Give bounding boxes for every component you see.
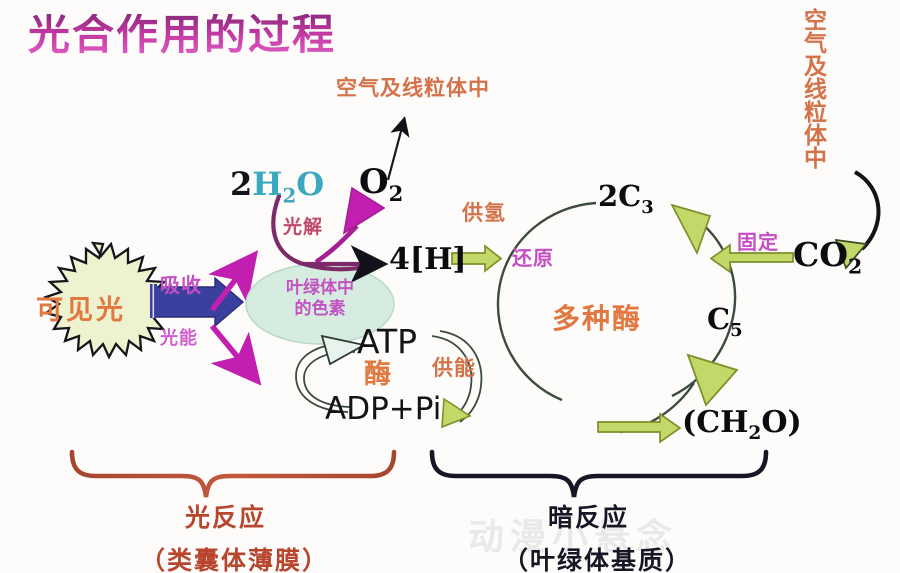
chloroplast-pigment-line1: 叶绿体中	[286, 278, 354, 298]
two-c3-symbol: 2C	[598, 179, 642, 213]
visible-light-starburst	[43, 241, 171, 360]
co2-formula: CO2	[793, 238, 862, 277]
many-enzymes-label: 多种酶	[552, 302, 643, 335]
chloroplast-pigment-label: 叶绿体中 的色素	[258, 278, 382, 321]
water-formula: 2H2O	[230, 168, 324, 206]
water-h-sub: 2	[282, 183, 297, 208]
dark-reaction-brace	[429, 449, 769, 498]
hydrogen-supply-arrow	[451, 244, 503, 273]
two-c3-sub: 3	[641, 196, 654, 218]
light-reaction-brace	[69, 449, 397, 498]
page-title: 光合作用的过程	[28, 10, 337, 59]
watermark-text: 动漫小悬念	[468, 517, 679, 558]
photolysis-curve	[271, 186, 389, 283]
photolysis-label: 光解	[283, 216, 324, 238]
reduction-label: 还原	[512, 246, 554, 270]
light-reaction-site-label: （类囊体薄膜）	[140, 546, 330, 573]
enzyme-label: 酶	[364, 359, 391, 390]
sugar-formula: (CH2O)	[682, 408, 802, 444]
visible-light-sun: 可见光	[0, 243, 176, 371]
light-reaction-label: 光反应	[185, 503, 267, 532]
c5-sub: 5	[730, 319, 743, 341]
visible-light-label: 可见光	[36, 294, 126, 326]
energy-branch-arrows	[208, 250, 262, 386]
oxygen-sub: 2	[388, 180, 404, 206]
fixation-label: 固定	[737, 230, 779, 254]
two-c3-formula: 2C3	[598, 182, 654, 217]
oxygen-formula: O2	[359, 165, 403, 204]
air-mitochondria-top-label: 空气及线粒体中	[336, 76, 490, 100]
c5-symbol: C	[707, 302, 731, 336]
co2-fixation-arrow	[709, 243, 794, 274]
co2-symbol: CO	[793, 235, 849, 274]
dark-reaction-label: 暗反应	[548, 503, 630, 532]
air-mitochondria-right-label: 空气及线粒体中	[799, 8, 826, 169]
sugar-close: O)	[761, 405, 802, 440]
water-coefficient: 2	[230, 165, 253, 203]
chloroplast-pigment-line2: 的色素	[294, 299, 346, 320]
supply-energy-label: 供能	[432, 356, 476, 380]
atp-label: ATP	[357, 322, 418, 361]
sugar-open: (CH	[682, 405, 749, 440]
four-h-formula: 4[H]	[389, 242, 467, 277]
absorb-label: 吸收	[160, 273, 202, 297]
energy-supply-arrowhead	[441, 397, 472, 429]
supply-hydrogen-label: 供氢	[462, 201, 506, 225]
light-energy-label: 光能	[160, 328, 198, 349]
co2-from-air-curve	[834, 170, 881, 270]
atp-production-arrowhead	[320, 334, 367, 366]
sugar-output-arrow	[597, 412, 682, 444]
c3-branch-arrowhead	[670, 203, 712, 256]
oxygen-release-arrow	[386, 116, 410, 181]
oxygen-symbol: O	[359, 162, 389, 202]
dark-reaction-site-label: （叶绿体基质）	[503, 546, 693, 573]
sugar-sub: 2	[748, 423, 762, 444]
adp-pi-label: ADP+Pi	[325, 391, 442, 427]
co2-sub: 2	[848, 254, 863, 279]
water-h: H2O	[252, 165, 325, 208]
c5-formula: C5	[707, 305, 743, 340]
